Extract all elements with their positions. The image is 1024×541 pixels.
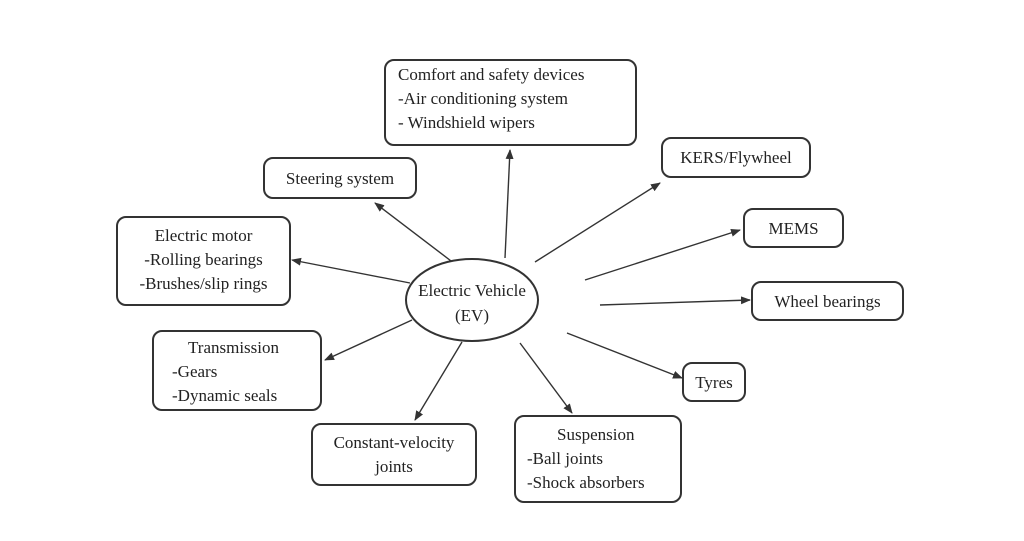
node-transmission: Transmission -Gears -Dynamic seals	[152, 330, 322, 411]
center-node: Electric Vehicle (EV)	[405, 258, 539, 342]
node-line: Electric motor	[155, 226, 253, 245]
node-line: -Dynamic seals	[172, 386, 277, 405]
node-kers: KERS/Flywheel	[661, 137, 811, 178]
node-mems: MEMS	[743, 208, 844, 248]
node-box	[661, 137, 811, 178]
center-line-1: Electric Vehicle	[418, 281, 526, 300]
node-motor: Electric motor -Rolling bearings -Brushes/…	[116, 216, 291, 306]
node-line: -Ball joints	[527, 449, 603, 468]
node-line: -Brushes/slip rings	[140, 274, 268, 293]
node-tyres: Tyres	[682, 362, 746, 402]
arrow-to-steering	[374, 202, 456, 265]
node-line: Transmission	[188, 338, 280, 357]
node-line: MEMS	[768, 219, 818, 238]
node-suspension: Suspension -Ball joints -Shock absorbers	[514, 415, 682, 503]
arrow-to-motor	[291, 257, 411, 284]
node-line: - Windshield wipers	[398, 113, 535, 132]
node-line: -Gears	[172, 362, 217, 381]
arrow-to-transmission	[324, 319, 413, 361]
node-line: joints	[374, 457, 413, 476]
arrow-to-cv	[414, 341, 463, 421]
node-box	[743, 208, 844, 248]
node-box	[116, 216, 291, 306]
node-line: Comfort and safety devices	[398, 65, 584, 84]
node-line: Suspension	[557, 425, 635, 444]
node-line: Steering system	[286, 169, 394, 188]
node-box	[152, 330, 322, 411]
node-wheel: Wheel bearings	[751, 281, 904, 321]
node-line: Tyres	[695, 373, 733, 392]
arrow-to-wheel	[599, 296, 751, 306]
node-line: KERS/Flywheel	[680, 148, 792, 167]
arrow-to-suspension	[519, 342, 573, 414]
node-line: -Air conditioning system	[398, 89, 568, 108]
arrow-to-kers	[534, 182, 661, 263]
center-line-2: (EV)	[455, 306, 489, 325]
node-line: Wheel bearings	[774, 292, 880, 311]
node-box	[514, 415, 682, 503]
node-box	[384, 59, 637, 146]
node-box	[263, 157, 417, 199]
arrow-to-tyres	[566, 332, 683, 379]
node-cv: Constant-velocity joints	[311, 423, 477, 486]
node-line: -Shock absorbers	[527, 473, 645, 492]
arrow-to-mems	[584, 228, 741, 281]
node-line: -Rolling bearings	[144, 250, 263, 269]
node-box	[751, 281, 904, 321]
node-box	[682, 362, 746, 402]
node-line: Constant-velocity	[334, 433, 455, 452]
arrow-to-comfort	[504, 149, 514, 259]
node-box	[311, 423, 477, 486]
node-steering: Steering system	[263, 157, 417, 199]
node-comfort: Comfort and safety devices -Air condition…	[384, 59, 637, 146]
